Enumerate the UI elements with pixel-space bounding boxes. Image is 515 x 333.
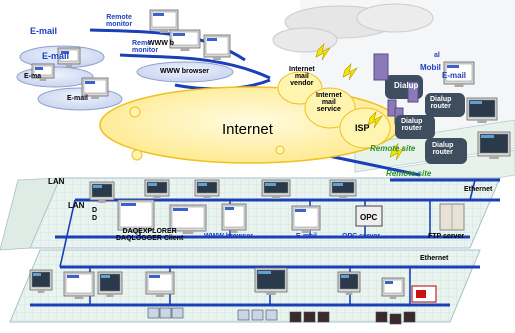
pc-router-2-icon <box>477 131 511 159</box>
d-1-label: D <box>92 207 98 214</box>
email-mid-label: E-mail <box>296 233 318 240</box>
module-icon <box>317 311 330 323</box>
ftp-server-label: FTP server <box>428 233 465 240</box>
module-icon <box>265 309 278 321</box>
svg-text:OPC: OPC <box>360 213 378 222</box>
module-icon <box>403 311 416 323</box>
internet-mail-vendor-label: Internet mail vendor <box>289 66 315 87</box>
pc-email-2-icon <box>81 77 109 99</box>
www-browser-top-label: WWW browser <box>160 68 209 75</box>
pc-floor-4-icon <box>145 271 175 297</box>
email-small-label: E-ma <box>24 73 42 80</box>
module-icon <box>389 313 402 325</box>
al-label: al <box>434 52 440 59</box>
remote-site-1-label: Remote site <box>370 144 416 153</box>
opc-server-label: OPC server <box>342 233 381 240</box>
internet-mail-service-label: Internet mail service <box>316 92 342 113</box>
pc-floor-3-icon <box>97 271 123 297</box>
pc-daqlogger-icon <box>169 204 207 234</box>
pc-daqexplorer-icon <box>117 199 155 233</box>
module-icon <box>251 309 264 321</box>
dialup-label: Dialup <box>394 81 419 90</box>
module-icon <box>289 311 302 323</box>
pc-lan-4-icon <box>261 179 291 199</box>
pc-lan-1-icon <box>89 181 115 203</box>
ethernet-1-label: Ethernet <box>464 186 493 193</box>
pc-floor-2-icon <box>63 271 95 299</box>
pc-floor-7-icon <box>381 277 405 299</box>
cloud-group <box>272 3 434 53</box>
pc-www-icon <box>169 29 201 51</box>
pc-router-1-icon <box>466 97 498 123</box>
pc-lan-5-icon <box>329 179 357 199</box>
ethernet-2-label: Ethernet <box>420 255 449 262</box>
pc-remote-monitor-icon <box>149 9 179 33</box>
module-icon <box>303 311 316 323</box>
email-bottom-label: E-mail <box>67 95 89 102</box>
email-right-label: E-mail <box>442 71 467 80</box>
email-top-label: E-mail <box>30 26 58 36</box>
lan-1-label: LAN <box>48 177 65 186</box>
internet-cloud <box>99 71 401 164</box>
isp-label: ISP <box>355 123 370 133</box>
dialup-boxes <box>373 53 467 164</box>
remote-site-2-label: Remote site <box>386 169 432 178</box>
internet-label: Internet <box>222 121 273 138</box>
www-b-label: WWW b <box>148 40 175 47</box>
dialup-router-1-label: Dialup router <box>430 96 452 110</box>
module-icon <box>237 309 250 321</box>
ftp-server-icon <box>439 203 465 231</box>
pc-mobile-icon <box>443 61 475 87</box>
module-icon <box>171 307 184 319</box>
pc-floor-1-icon <box>29 269 53 293</box>
module-icon <box>147 307 160 319</box>
lan-2-label: LAN <box>68 201 85 210</box>
pc-floor-6-icon <box>337 271 361 295</box>
device-icons: OPC <box>29 9 511 325</box>
pc-lan-2-icon <box>144 179 170 199</box>
dialup-router-3-label: Dialup router <box>432 142 454 156</box>
d-2-label: D <box>92 215 98 222</box>
module-icon <box>159 307 172 319</box>
red-device-icon <box>411 285 437 303</box>
pc-www-2-icon <box>203 34 231 60</box>
email-box-label: E-mail <box>42 51 70 61</box>
pc-www-browser-icon <box>221 203 247 233</box>
module-icon <box>375 311 388 323</box>
opc-server-icon: OPC <box>355 205 383 227</box>
mobile-label: Mobil <box>420 63 441 72</box>
remote-monitor-top-label: Remote monitor <box>106 14 133 28</box>
daqexplorer-label: DAQEXPLORER DAQLOGGER Client <box>116 228 184 242</box>
remote-monitor-mid-label: Remo monitor <box>132 40 159 54</box>
dialup-router-2-label: Dialup router <box>401 118 423 132</box>
pc-email-3-icon <box>31 63 55 81</box>
www-browser-mid-label: WWW browser <box>204 233 253 240</box>
pc-lan-3-icon <box>194 179 220 199</box>
pc-email-mid-icon <box>291 205 321 233</box>
pc-email-icon <box>57 47 81 67</box>
pc-floor-5-icon <box>254 267 288 295</box>
